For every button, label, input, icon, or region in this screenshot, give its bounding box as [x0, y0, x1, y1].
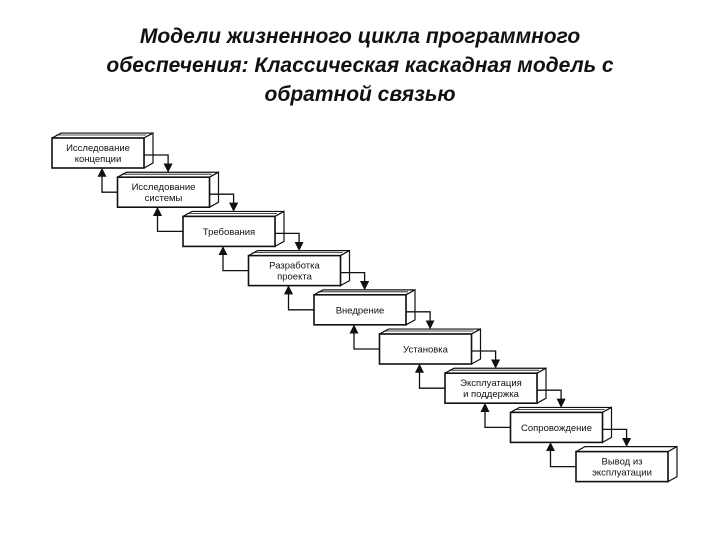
title-line-1: Модели жизненного цикла программного — [139, 25, 581, 48]
stage-label: Требования — [203, 227, 255, 238]
stage-label: Сопровождение — [521, 423, 592, 434]
forward-arrow — [340, 271, 370, 291]
stage-box-side — [339, 249, 351, 287]
stage-label: и поддержка — [463, 389, 520, 400]
stage-label: Разработка — [269, 261, 320, 272]
title-line-2: обеспечения: Классическая каскадная моде… — [106, 54, 614, 77]
stage-label: Вывод из — [601, 457, 642, 468]
stage-label: эксплуатации — [592, 468, 652, 479]
forward-arrow — [275, 232, 304, 251]
stage-box-front — [116, 176, 211, 208]
forward-arrow — [144, 154, 173, 173]
title-line-3: обратной связью — [264, 83, 456, 106]
stage-box: Требования — [182, 210, 285, 248]
stage-box-front — [444, 372, 538, 405]
stage-label: Исследование — [66, 143, 130, 154]
stage-box-front — [51, 137, 145, 169]
forward-arrow — [406, 311, 435, 330]
stage-label: Эксплуатация — [460, 378, 522, 389]
page-title: Модели жизненного цикла программного обе… — [40, 22, 680, 109]
stage-box: Сопровождение — [509, 406, 613, 444]
stage-box: Внедрение — [313, 288, 416, 326]
feedback-arrow — [152, 206, 183, 233]
stage-box: Установка — [378, 328, 482, 366]
stage-box-front — [247, 254, 342, 287]
stage-label: Исследование — [132, 182, 196, 193]
stage-box-front — [378, 333, 473, 365]
stage-box-side — [143, 132, 154, 170]
stage-box-side — [274, 210, 285, 248]
feedback-arrow — [349, 324, 380, 350]
forward-arrow — [471, 350, 501, 369]
stage-box-front — [509, 411, 604, 444]
stage-label: концепции — [75, 154, 122, 165]
stage-box-front — [575, 450, 669, 483]
stage-label: системы — [145, 193, 183, 204]
stage-label: проекта — [277, 272, 313, 283]
stage-label: Установка — [403, 345, 449, 356]
forward-arrow — [209, 193, 239, 212]
stages-layer: ИсследованиеконцепцииИсследованиесистемы… — [51, 132, 678, 483]
stage-box-side — [470, 328, 482, 366]
feedback-arrow — [480, 402, 511, 429]
feedback-arrow — [545, 442, 576, 468]
feedback-arrow — [97, 167, 118, 193]
feedback-arrow — [414, 363, 445, 389]
stage-box-side — [667, 445, 678, 483]
feedback-arrow — [218, 246, 249, 272]
forward-arrow — [602, 428, 632, 447]
forward-arrow — [537, 389, 566, 408]
stage-label: Внедрение — [336, 305, 385, 316]
links-layer — [56, 134, 632, 468]
stage-box-side — [405, 288, 416, 326]
stage-box-side — [536, 367, 547, 405]
stage-box-side — [601, 406, 613, 444]
feedback-arrow — [283, 285, 314, 311]
stage-box-side — [208, 171, 220, 209]
